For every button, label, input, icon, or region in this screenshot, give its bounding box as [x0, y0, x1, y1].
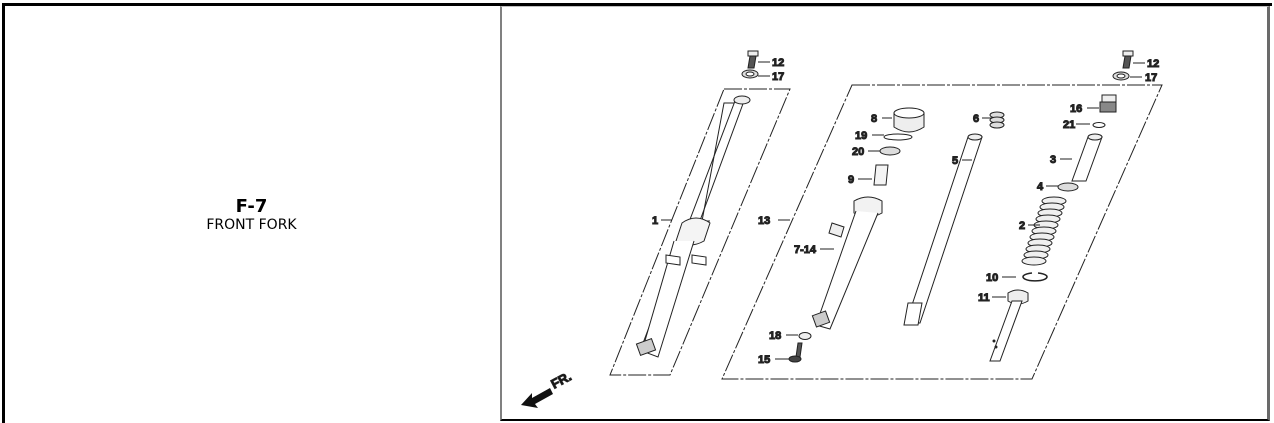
spacer-icon [1071, 133, 1103, 182]
damper-rod-icon [989, 289, 1029, 362]
callout-15: 15 [758, 354, 770, 366]
callout-13: 13 [758, 215, 770, 227]
exploded-view-drawing: 12 17 1 13 8 19 20 9 7-14 18 15 6 5 12 1… [521, 50, 1163, 408]
bolt-icon [747, 50, 759, 69]
callout-19: 19 [855, 130, 867, 142]
fork-spring-icon [1021, 196, 1067, 266]
front-direction-arrow-icon [521, 388, 553, 408]
section-name: FRONT FORK [206, 216, 297, 233]
callout-12: 12 [772, 57, 784, 69]
ring-icon [879, 146, 901, 156]
callout-3: 3 [1050, 154, 1056, 166]
callout-17: 17 [772, 71, 784, 83]
table-frame [2, 3, 1272, 423]
callout-11: 11 [978, 292, 990, 304]
bolt-icon [1122, 50, 1134, 69]
callout-4: 4 [1037, 181, 1044, 193]
callout-2: 2 [1019, 220, 1025, 232]
circlip-icon [1022, 272, 1048, 282]
callout-7-14: 7-14 [794, 244, 817, 256]
callout-18: 18 [769, 330, 781, 342]
callout-17b: 17 [1145, 72, 1157, 84]
caption-cell: F-7 FRONT FORK [5, 6, 498, 423]
cap-bolt-icon [1099, 94, 1117, 113]
callout-16: 16 [1070, 103, 1082, 115]
fork-slider [811, 196, 883, 330]
washer-icon [798, 332, 812, 340]
callout-1: 1 [652, 215, 658, 227]
seat-washer-icon [1057, 182, 1079, 192]
fork-pipe [903, 133, 983, 326]
parts-diagram: 12 17 1 13 8 19 20 9 7-14 18 15 6 5 12 1… [500, 6, 1270, 421]
callout-9: 9 [848, 174, 854, 186]
front-direction-label: FR. [548, 369, 574, 392]
callout-8: 8 [871, 113, 877, 125]
callout-21: 21 [1063, 119, 1075, 131]
section-code: F-7 [235, 195, 268, 217]
callout-6: 6 [973, 113, 979, 125]
callout-12b: 12 [1147, 58, 1159, 70]
callout-10: 10 [986, 272, 998, 284]
taper-spindle-icon [873, 164, 889, 186]
oil-seal-icon [893, 107, 925, 133]
callout-20: 20 [852, 146, 864, 158]
group-outline-left [609, 88, 791, 376]
clip-icon [883, 133, 913, 141]
drain-bolt-icon [788, 342, 803, 363]
fork-outer-tube [635, 95, 751, 358]
group-outline-right [721, 84, 1163, 380]
o-ring-icon [1092, 122, 1106, 128]
small-spring-icon [989, 111, 1005, 129]
callout-5: 5 [952, 155, 958, 167]
